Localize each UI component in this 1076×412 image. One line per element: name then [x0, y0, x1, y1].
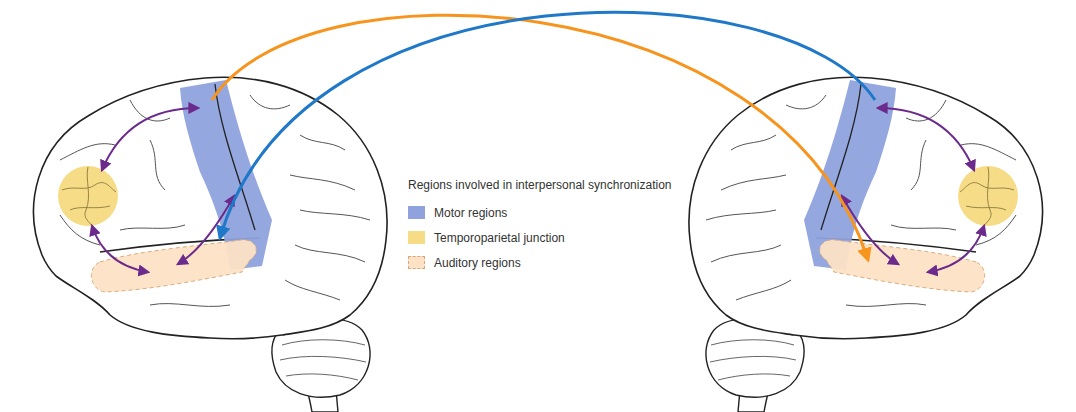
legend-label: Motor regions — [434, 206, 507, 220]
legend: Regions involved in interpersonal synchr… — [408, 178, 671, 275]
legend-row: Motor regions — [408, 200, 671, 225]
legend-swatch — [408, 231, 425, 244]
legend-label: Auditory regions — [434, 256, 521, 270]
left-brain — [34, 77, 387, 412]
legend-title: Regions involved in interpersonal synchr… — [408, 178, 671, 192]
blue-coupling-arrow — [220, 12, 875, 238]
right-brain — [689, 77, 1042, 412]
legend-label: Temporoparietal junction — [434, 231, 565, 245]
legend-swatch — [408, 206, 425, 219]
legend-row: Temporoparietal junction — [408, 225, 671, 250]
legend-swatch — [408, 256, 425, 269]
orange-coupling-arrow — [212, 15, 868, 260]
legend-row: Auditory regions — [408, 250, 671, 275]
